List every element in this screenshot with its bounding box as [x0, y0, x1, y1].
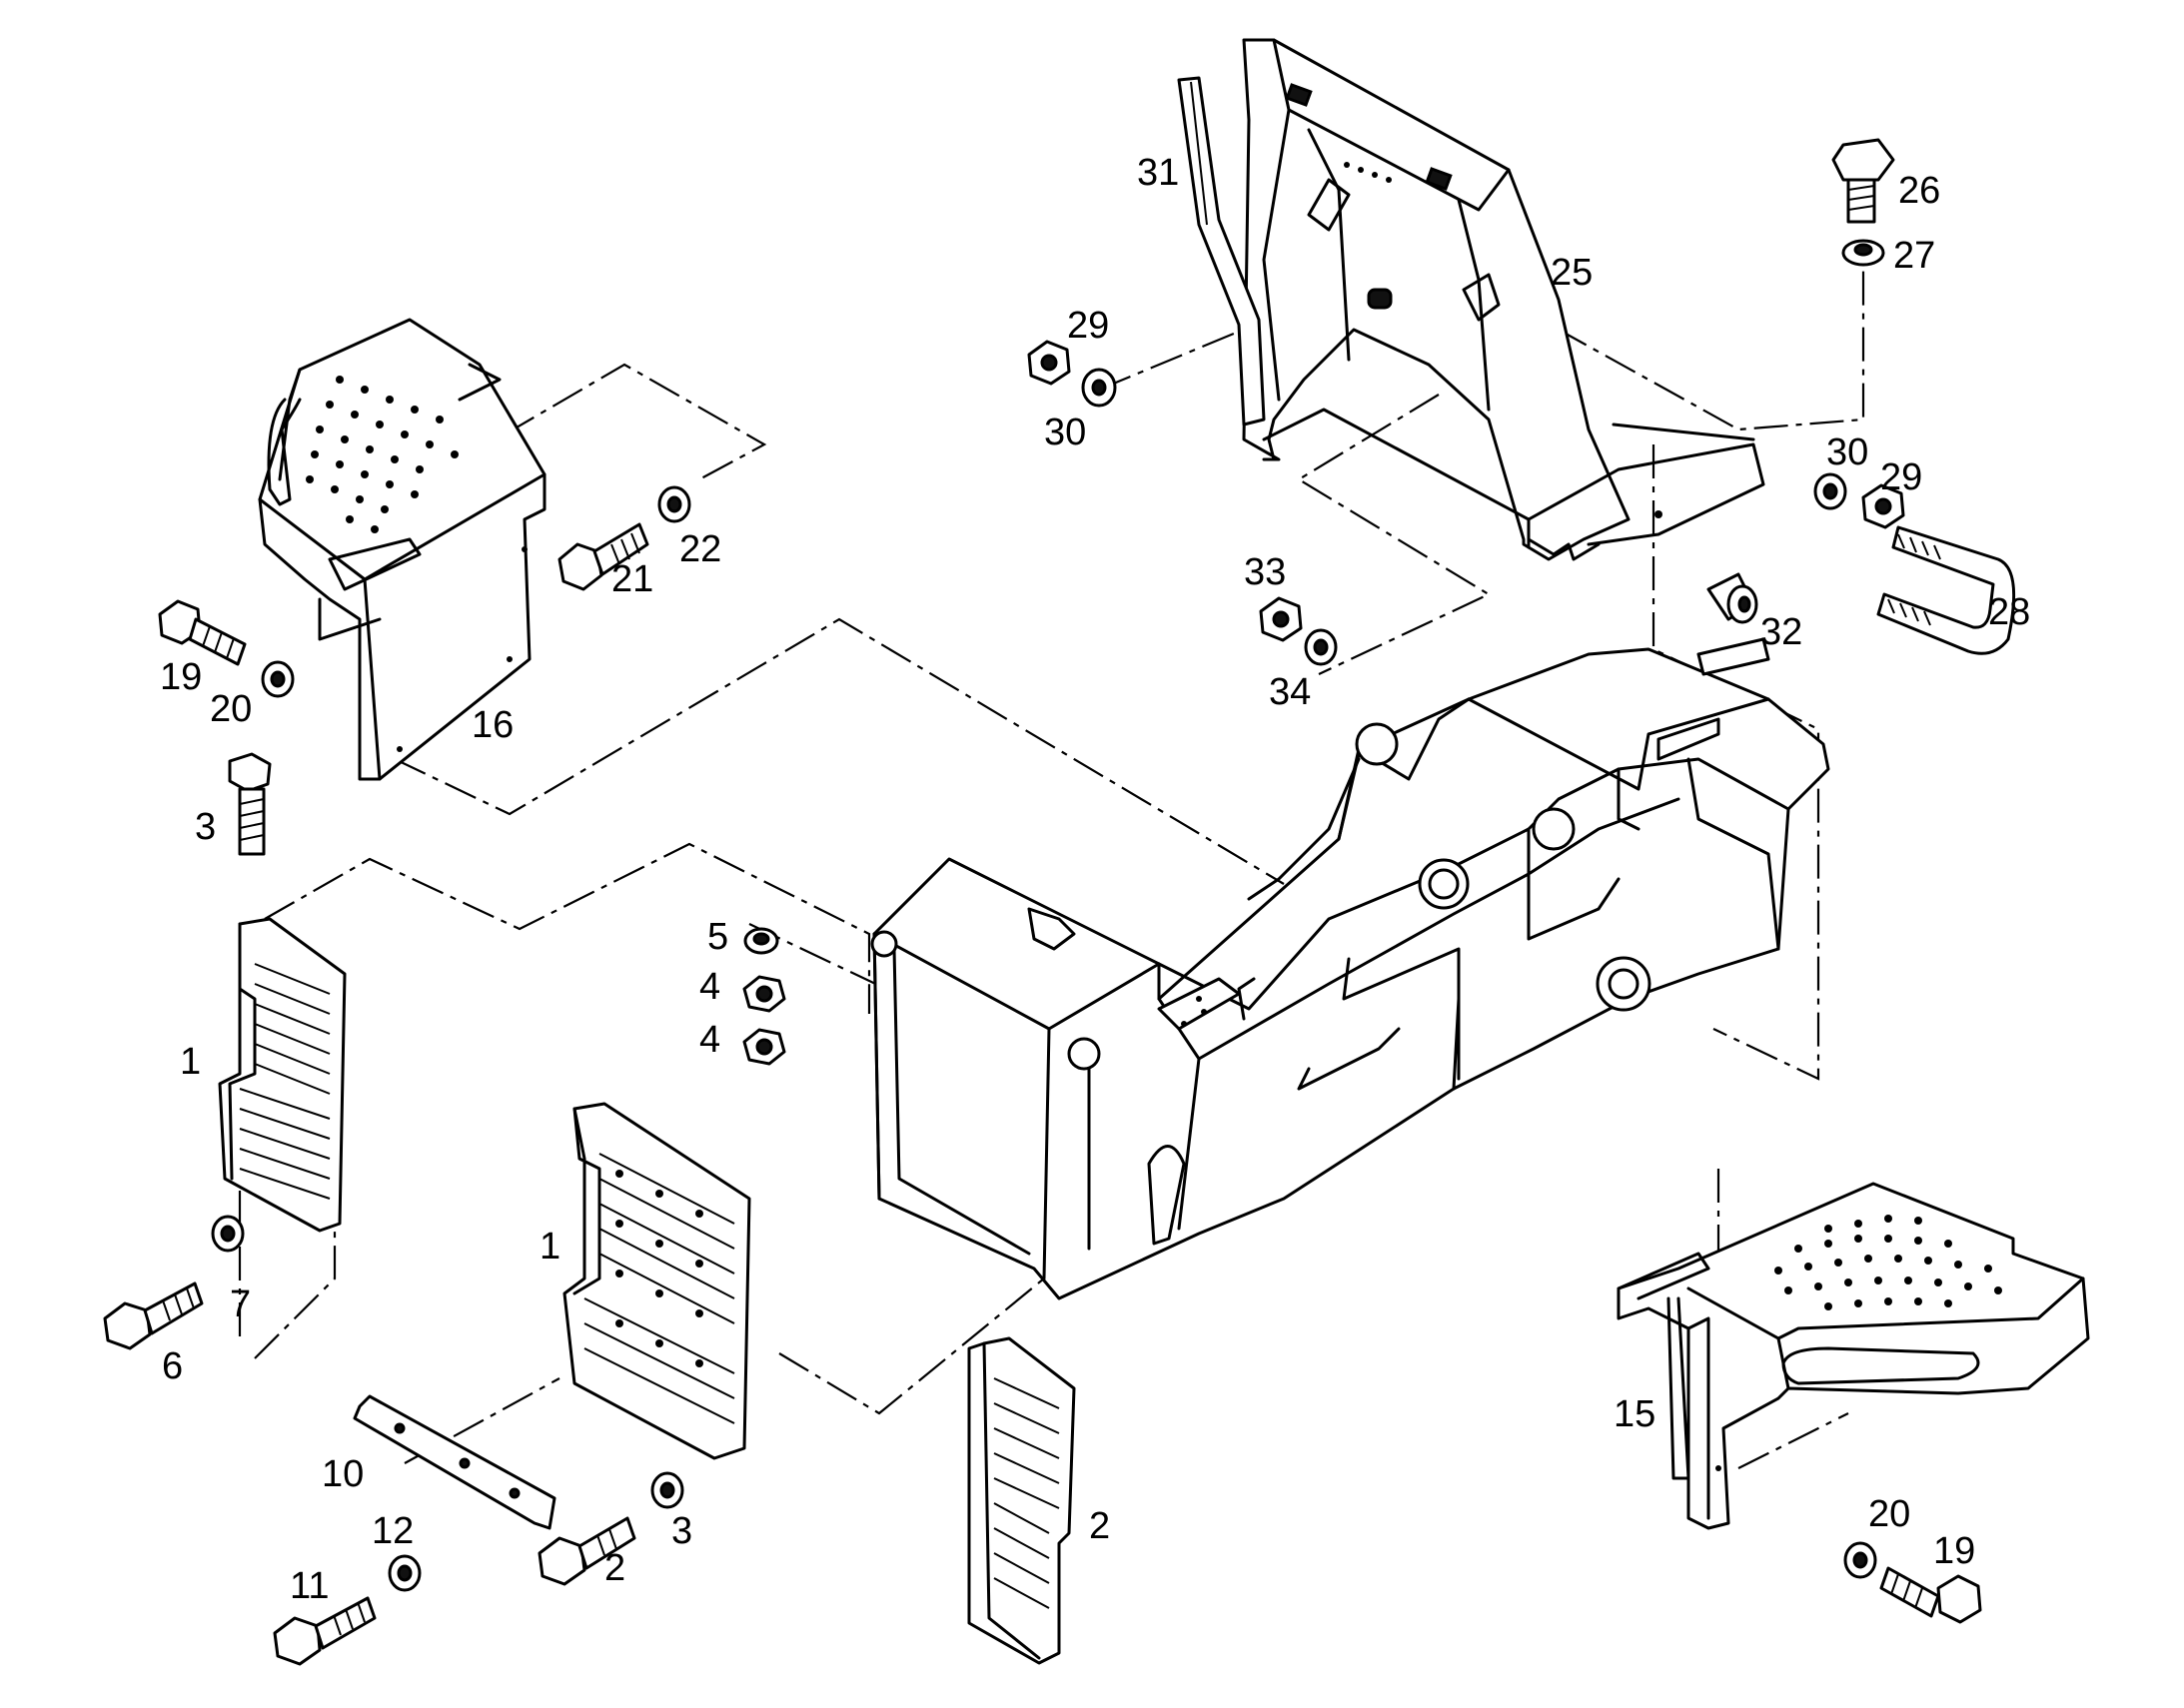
washer-34	[1304, 628, 1338, 666]
callout-32: 32	[1760, 611, 1802, 653]
bolt-11	[273, 1596, 377, 1666]
washer-20-right	[1843, 1541, 1877, 1579]
bolt-19-left	[158, 599, 247, 666]
callout-26: 26	[1898, 170, 1940, 212]
bolt-6	[103, 1281, 204, 1350]
nut-29-right	[1861, 483, 1905, 529]
callout-12: 12	[372, 1510, 414, 1552]
callout-15: 15	[1614, 1393, 1655, 1435]
callout-22: 22	[679, 528, 721, 570]
callout-20-left: 20	[210, 688, 252, 730]
nut-33	[1259, 596, 1303, 642]
grille-panel-1-center	[562, 1102, 751, 1460]
washer-12	[388, 1554, 422, 1592]
callout-1-center: 1	[540, 1226, 560, 1268]
tread-holes	[1774, 1215, 2002, 1310]
callout-1-left: 1	[180, 1041, 201, 1083]
washer-27	[1841, 239, 1885, 267]
grille-panel-2-right	[967, 1336, 1076, 1665]
u-bolt-28	[1876, 525, 2016, 655]
washer-22	[657, 485, 691, 523]
callout-labels: 31 25 26 27 29 30 30 29 28 32 33 34 21 2…	[160, 152, 2030, 1607]
callout-27: 27	[1893, 235, 1935, 277]
grille-holes	[615, 1170, 703, 1367]
callout-21: 21	[611, 558, 653, 600]
callout-10: 10	[322, 1453, 364, 1495]
callout-2-right: 2	[1089, 1505, 1110, 1547]
washer-30-left	[1081, 368, 1117, 408]
callout-30-left: 30	[1044, 412, 1086, 453]
rops-frame	[1242, 38, 1765, 561]
nut-4-lower	[742, 1028, 786, 1066]
callout-29-right: 29	[1880, 456, 1922, 498]
callout-25: 25	[1551, 252, 1593, 294]
callout-31: 31	[1137, 152, 1179, 194]
grille-panel-1-left	[218, 917, 347, 1233]
right-step-15	[1617, 1182, 2090, 1530]
washer-7	[211, 1215, 245, 1253]
nut-29-left	[1027, 340, 1071, 386]
bar-31	[1177, 76, 1266, 427]
washer-30-right	[1813, 472, 1847, 510]
callout-30-right: 30	[1826, 431, 1868, 473]
callout-5: 5	[707, 916, 728, 958]
washer-20-left	[261, 660, 295, 698]
callout-4-upper: 4	[699, 966, 720, 1008]
callout-3-left: 3	[195, 806, 216, 848]
nut-4-upper	[742, 975, 786, 1013]
plate-10	[353, 1394, 556, 1530]
washer-5	[743, 927, 779, 955]
tread-holes	[306, 376, 459, 533]
callout-2-center: 2	[604, 1547, 625, 1589]
spacer-32	[1706, 572, 1758, 624]
callout-19-left: 19	[160, 656, 202, 698]
callout-4-lower: 4	[699, 1019, 720, 1061]
bolt-19-right	[1879, 1566, 1982, 1624]
callout-28: 28	[1988, 591, 2030, 633]
main-chassis-frame	[870, 637, 1830, 1300]
grille-slats	[583, 1153, 735, 1424]
grille-slats	[239, 963, 331, 1200]
callout-19-right: 19	[1933, 1530, 1975, 1572]
callout-33: 33	[1244, 551, 1286, 593]
grille-slats	[993, 1377, 1060, 1609]
bolt-26	[1831, 138, 1895, 224]
bolt-21	[557, 522, 649, 591]
callout-16: 16	[472, 704, 514, 746]
callout-34: 34	[1269, 671, 1311, 713]
left-step-16	[258, 318, 546, 781]
bolt-2	[538, 1516, 636, 1586]
callout-7: 7	[230, 1283, 251, 1325]
callout-6: 6	[162, 1345, 183, 1387]
callout-3-center: 3	[671, 1510, 692, 1552]
washer-3-center	[650, 1471, 684, 1509]
callout-29-left: 29	[1067, 305, 1109, 347]
callout-11: 11	[290, 1565, 329, 1607]
bolt-3-vertical	[228, 752, 272, 856]
callout-20-right: 20	[1868, 1493, 1910, 1535]
